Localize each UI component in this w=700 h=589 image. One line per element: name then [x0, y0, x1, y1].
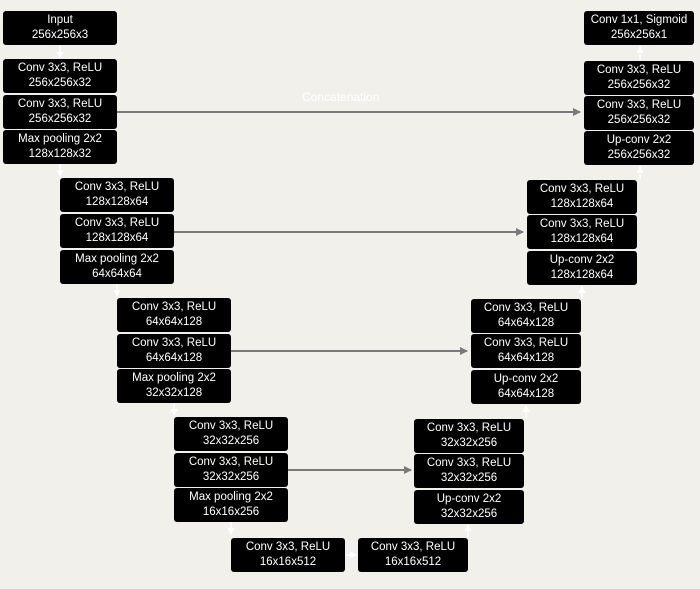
concatenation-label: Concatenation: [302, 90, 380, 104]
encoder1-conv2-block: Conv 3x3, ReLU 256x256x32: [3, 95, 117, 129]
decoder3-conv2-block: Conv 3x3, ReLU 64x64x128: [471, 334, 581, 368]
decoder3-conv1-block: Conv 3x3, ReLU 64x64x128: [471, 299, 581, 333]
block-shape: 256x256x3: [31, 29, 89, 41]
block-op: Input: [47, 14, 73, 26]
block-shape: 32x32x256: [202, 471, 260, 483]
encoder4-conv1-block: Conv 3x3, ReLU 32x32x256: [174, 417, 288, 451]
decoder1-conv2-block: Conv 3x3, ReLU 256x256x32: [584, 96, 694, 130]
block-shape: 16x16x512: [384, 556, 442, 568]
block-op: Up-conv 2x2: [606, 134, 672, 146]
block-op: Conv 1x1, Sigmoid: [590, 14, 688, 26]
block-op: Up-conv 2x2: [549, 254, 615, 266]
block-shape: 64x64x128: [497, 317, 555, 329]
block-op: Max pooling 2x2: [75, 253, 159, 265]
block-op: Conv 3x3, ReLU: [370, 541, 456, 553]
encoder1-conv1-block: Conv 3x3, ReLU 256x256x32: [3, 59, 117, 93]
encoder3-conv2-block: Conv 3x3, ReLU 64x64x128: [117, 334, 231, 368]
encoder2-conv1-block: Conv 3x3, ReLU 128x128x64: [60, 178, 174, 212]
block-op: Conv 3x3, ReLU: [188, 456, 274, 468]
block-op: Conv 3x3, ReLU: [17, 62, 103, 74]
block-op: Up-conv 2x2: [436, 493, 502, 505]
block-shape: 256x256x32: [607, 149, 671, 161]
block-op: Max pooling 2x2: [189, 491, 273, 503]
decoder3-upconv-block: Up-conv 2x2 64x64x128: [471, 370, 581, 404]
encoder1-pool-block: Max pooling 2x2 128x128x32: [3, 130, 117, 164]
output-block: Conv 1x1, Sigmoid 256x256x1: [584, 11, 694, 45]
block-shape: 32x32x256: [202, 435, 260, 447]
block-shape: 128x128x64: [550, 269, 614, 281]
bottleneck-conv1-block: Conv 3x3, ReLU 16x16x512: [231, 538, 345, 572]
block-shape: 32x32x256: [440, 508, 498, 520]
block-shape: 64x64x128: [497, 352, 555, 364]
decoder4-conv2-block: Conv 3x3, ReLU 32x32x256: [414, 454, 524, 488]
block-shape: 64x64x128: [145, 352, 203, 364]
block-op: Conv 3x3, ReLU: [74, 217, 160, 229]
block-shape: 32x32x256: [440, 437, 498, 449]
block-op: Conv 3x3, ReLU: [596, 64, 682, 76]
block-op: Max pooling 2x2: [132, 372, 216, 384]
block-shape: 32x32x256: [440, 472, 498, 484]
block-shape: 128x128x64: [550, 198, 614, 210]
block-shape: 128x128x64: [550, 233, 614, 245]
block-op: Conv 3x3, ReLU: [131, 337, 217, 349]
block-shape: 32x32x128: [145, 387, 203, 399]
encoder4-pool-block: Max pooling 2x2 16x16x256: [174, 488, 288, 522]
decoder4-upconv-block: Up-conv 2x2 32x32x256: [414, 490, 524, 524]
block-op: Conv 3x3, ReLU: [188, 420, 274, 432]
block-shape: 64x64x64: [92, 268, 142, 280]
block-shape: 256x256x1: [610, 29, 668, 41]
block-op: Conv 3x3, ReLU: [17, 98, 103, 110]
decoder2-upconv-block: Up-conv 2x2 128x128x64: [527, 251, 637, 285]
block-op: Up-conv 2x2: [493, 373, 559, 385]
block-shape: 16x16x512: [259, 556, 317, 568]
decoder4-conv1-block: Conv 3x3, ReLU 32x32x256: [414, 419, 524, 453]
encoder3-pool-block: Max pooling 2x2 32x32x128: [117, 369, 231, 403]
encoder2-pool-block: Max pooling 2x2 64x64x64: [60, 250, 174, 284]
block-shape: 128x128x32: [28, 148, 92, 160]
block-shape: 256x256x32: [28, 113, 92, 125]
decoder2-conv1-block: Conv 3x3, ReLU 128x128x64: [527, 180, 637, 214]
block-op: Conv 3x3, ReLU: [483, 302, 569, 314]
block-op: Conv 3x3, ReLU: [539, 218, 625, 230]
encoder4-conv2-block: Conv 3x3, ReLU 32x32x256: [174, 453, 288, 487]
block-shape: 16x16x256: [202, 506, 260, 518]
encoder2-conv2-block: Conv 3x3, ReLU 128x128x64: [60, 214, 174, 248]
block-shape: 256x256x32: [607, 114, 671, 126]
block-op: Conv 3x3, ReLU: [426, 457, 512, 469]
decoder1-upconv-block: Up-conv 2x2 256x256x32: [584, 131, 694, 165]
block-shape: 128x128x64: [85, 196, 149, 208]
block-op: Conv 3x3, ReLU: [539, 183, 625, 195]
block-op: Conv 3x3, ReLU: [74, 181, 160, 193]
block-shape: 64x64x128: [497, 388, 555, 400]
encoder3-conv1-block: Conv 3x3, ReLU 64x64x128: [117, 298, 231, 332]
block-shape: 256x256x32: [28, 77, 92, 89]
block-shape: 64x64x128: [145, 316, 203, 328]
block-op: Conv 3x3, ReLU: [483, 337, 569, 349]
block-op: Conv 3x3, ReLU: [426, 422, 512, 434]
block-op: Conv 3x3, ReLU: [245, 541, 331, 553]
block-op: Max pooling 2x2: [18, 133, 102, 145]
decoder2-conv2-block: Conv 3x3, ReLU 128x128x64: [527, 215, 637, 249]
bottleneck-conv2-block: Conv 3x3, ReLU 16x16x512: [358, 538, 468, 572]
block-op: Conv 3x3, ReLU: [131, 301, 217, 313]
block-shape: 256x256x32: [607, 79, 671, 91]
block-shape: 128x128x64: [85, 232, 149, 244]
decoder1-conv1-block: Conv 3x3, ReLU 256x256x32: [584, 61, 694, 95]
input-block: Input 256x256x3: [3, 11, 117, 45]
block-op: Conv 3x3, ReLU: [596, 99, 682, 111]
